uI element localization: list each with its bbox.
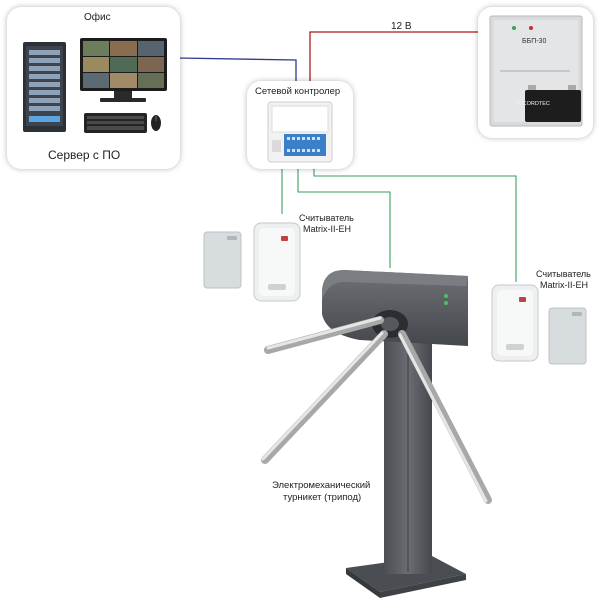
turnstile-arm-left — [264, 316, 384, 354]
mouse-icon — [151, 115, 161, 131]
turnstile-post — [384, 330, 432, 574]
psu-model-label: ББП-30 — [522, 38, 547, 45]
power-line-12v — [309, 31, 478, 82]
turnstile-arm-down-left — [261, 330, 388, 464]
server-tower-icon — [23, 42, 66, 132]
office-to-controller-line — [177, 57, 297, 82]
card-reader-left-icon — [253, 222, 301, 302]
rfid-card-right-icon — [548, 307, 587, 365]
turnstile-label-line1: Электромеханический — [272, 480, 371, 491]
network-controller-icon — [267, 101, 333, 163]
monitor-icon — [80, 38, 167, 102]
server-label: Сервер с ПО — [48, 148, 121, 162]
keyboard-icon — [84, 113, 147, 133]
controller-to-turnstile-line — [297, 168, 391, 268]
reader-left-model: Matrix-II-EH — [303, 224, 351, 234]
reader-right-model: Matrix-II-EH — [540, 280, 588, 290]
reader-left-title: Считыватель — [299, 213, 354, 223]
battery-icon — [525, 85, 581, 122]
voltage-label: 12 В — [391, 21, 412, 32]
controller-title: Сетевой контролер — [255, 86, 341, 97]
turnstile-arm-down-right — [398, 330, 492, 504]
controller-to-reader-right-line — [313, 168, 517, 282]
battery-brand-label: ACCORDTEC — [515, 101, 550, 107]
rfid-card-left-icon — [203, 231, 242, 289]
office-title: Офис — [84, 12, 111, 23]
reader-right-title: Считыватель — [536, 269, 591, 279]
card-reader-right-icon — [491, 284, 539, 362]
turnstile-label-line2: турникет (трипод) — [283, 492, 362, 503]
